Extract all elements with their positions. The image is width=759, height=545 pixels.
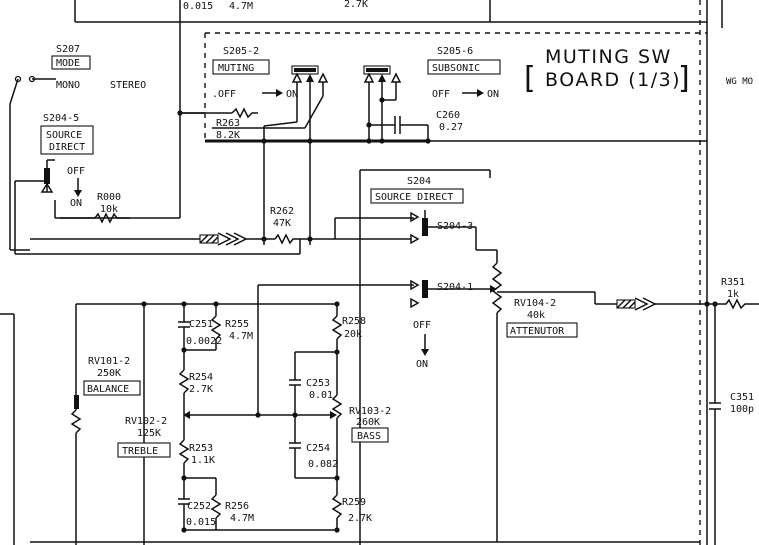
s207-label: MODE (56, 58, 80, 69)
c254-value: 0.082 (308, 459, 338, 470)
s205-6-label: SUBSONIC (432, 63, 480, 74)
rv101-ref: RV101-2 (88, 356, 130, 367)
r256-ref: R256 (225, 501, 249, 512)
top-res1-value: 4.7M (229, 1, 253, 12)
rv103-label: BASS (357, 431, 381, 442)
s204-ref: S204 (407, 176, 431, 187)
rv104-value: 40k (527, 310, 545, 321)
s205-2-ref: S205-2 (223, 46, 259, 57)
s205-2-switch (180, 65, 329, 245)
s205-2-label: MUTING (218, 63, 254, 74)
r263-ref: R263 (216, 118, 240, 129)
r253-ref: R253 (189, 443, 213, 454)
s207-stereo: STEREO (110, 80, 146, 91)
c252-ref: C252 (187, 501, 211, 512)
rv102-value: 125K (137, 428, 161, 439)
c253-value: 0.01 (309, 390, 333, 401)
rv103-value: 260K (356, 417, 380, 428)
top-res2-value: 2.7K (344, 0, 368, 10)
c351-ref: C351 (730, 392, 754, 403)
r262-ref: R262 (270, 206, 294, 217)
r259-ref: R259 (342, 497, 366, 508)
c252-value: 0.015 (186, 517, 216, 528)
c251-ref: C251 (189, 319, 213, 330)
muting-board-outline (180, 32, 707, 143)
rv104-label: ATTENUTOR (510, 326, 565, 337)
r262-value: 47K (273, 218, 291, 229)
rv102-label: TREBLE (122, 446, 158, 457)
c260-ref: C260 (436, 110, 460, 121)
frame-lines (0, 0, 723, 545)
s204-label: SOURCE DIRECT (375, 192, 453, 203)
rv101-value: 250K (97, 368, 121, 379)
rv104-attenuator (490, 250, 720, 542)
s204-1-off: OFF (413, 320, 431, 331)
r253-value: 1.1K (191, 455, 215, 466)
r254-value: 2.7K (189, 384, 213, 395)
r254-ref: R254 (189, 372, 213, 383)
c351-value: 100p (730, 404, 754, 415)
s204-1-ref: S204-1 (437, 282, 473, 293)
s205-2-off: .OFF (212, 89, 236, 100)
title-bracket-left: [ (524, 61, 536, 96)
s205-6-switch (363, 65, 484, 142)
rv101-balance (70, 303, 144, 545)
board-title-line1: MUTING SW (545, 46, 672, 68)
rv102-ref: RV102-2 (125, 416, 167, 427)
r262-resistor (245, 233, 335, 245)
s204-3-switch (334, 169, 497, 545)
s204-5-switch (40, 159, 82, 218)
s204-5-ref: S204-5 (43, 113, 79, 124)
s204-3-ref: S204-3 (437, 221, 473, 232)
input-arrow-1 (30, 232, 248, 246)
c260-value: 0.27 (439, 122, 463, 133)
s207-mono: MONO (56, 80, 80, 91)
s204-1-on: ON (416, 359, 428, 370)
rv103-ref: RV103-2 (349, 406, 391, 417)
r351-c351 (709, 298, 759, 545)
r263-value: 8.2K (216, 130, 240, 141)
junction-dots (141, 97, 718, 533)
r000-ref: R000 (97, 192, 121, 203)
top-cap-value: 0.015 (183, 1, 213, 12)
r258-value: 20k (344, 329, 362, 340)
s205-6-ref: S205-6 (437, 46, 473, 57)
r351-value: 1k (727, 289, 739, 300)
s205-2-on: ON (286, 89, 298, 100)
board-title-line2: BOARD (1/3) (545, 69, 681, 91)
r000-resistor (60, 212, 130, 224)
r255-value: 4.7M (229, 331, 253, 342)
label-boxes (40, 55, 578, 458)
edge-label: WG MO (726, 77, 753, 87)
bass-network (258, 304, 343, 530)
s207-ref: S207 (56, 44, 80, 55)
s207-mode-switch (9, 75, 301, 255)
rv101-label: BALANCE (87, 384, 129, 395)
r000-value: 10k (100, 204, 118, 215)
r256-value: 4.7M (230, 513, 254, 524)
s205-6-on: ON (487, 89, 499, 100)
s205-6-off: OFF (432, 89, 450, 100)
s204-5-on: ON (70, 198, 82, 209)
s204-5-label-2: DIRECT (49, 142, 85, 153)
r351-ref: R351 (721, 277, 745, 288)
r255-ref: R255 (225, 319, 249, 330)
rv104-ref: RV104-2 (514, 298, 556, 309)
c254-ref: C254 (306, 443, 330, 454)
c253-ref: C253 (306, 378, 330, 389)
s204-5-off: OFF (67, 166, 85, 177)
treble-network (143, 303, 337, 545)
c251-value: 0.0022 (186, 336, 222, 347)
r259-value: 2.7K (348, 513, 372, 524)
s204-5-label-1: SOURCE (46, 130, 82, 141)
title-bracket-right: ] (678, 61, 690, 96)
r258-ref: R258 (342, 316, 366, 327)
s204-1-switch (257, 279, 492, 415)
